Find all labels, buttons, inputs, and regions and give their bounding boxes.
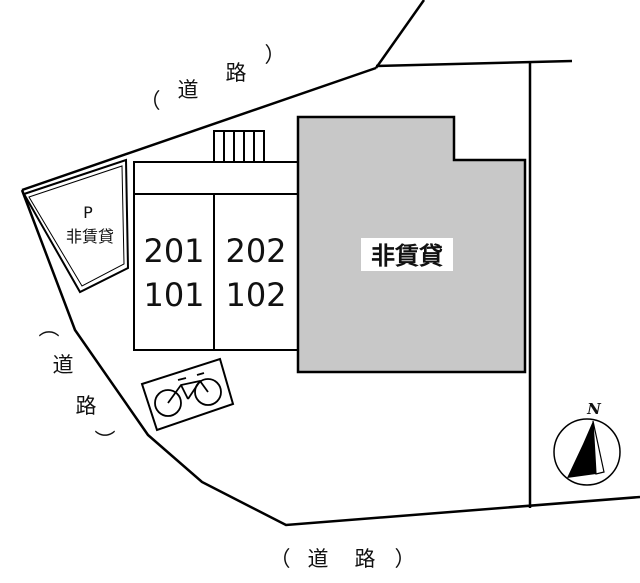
road-label-char: 道 [178, 78, 199, 102]
bicycle-parking-outline [140, 357, 235, 432]
site-boundary [20, 0, 640, 527]
boundary-north [375, 59, 573, 68]
unit-block-201-101 [133, 193, 215, 351]
unit-number-102: 102 [225, 276, 286, 314]
north-arrow-icon: N [553, 400, 621, 486]
boundary-north-road-edge [374, 0, 426, 69]
road-label-char: （ [270, 547, 291, 571]
parking-inner-outline [28, 165, 125, 287]
parking-letter: P [83, 203, 93, 222]
boundary-northwest [21, 66, 377, 192]
road-label-char: ） [395, 547, 416, 571]
parking-outline [22, 158, 130, 294]
road-label-char: 道 [53, 353, 74, 377]
non-rental-label: 非賃貸 [371, 242, 443, 270]
road-label-left: （ 道 路 ） [36, 317, 116, 451]
non-rental-label-bg [361, 238, 453, 271]
unit-number-201: 201 [143, 232, 204, 270]
road-label-bottom: （ 道 路 ） [270, 547, 416, 571]
road-label-char: （ [140, 89, 161, 113]
staircase [213, 130, 265, 163]
road-label-char: 路 [226, 61, 247, 85]
road-label-char: 道 [308, 547, 329, 571]
road-label-char: （ [36, 317, 60, 338]
unit-block-202-102 [213, 193, 301, 351]
north-label: N [586, 400, 602, 418]
road-label-char: 路 [355, 547, 376, 571]
road-label-char: ） [92, 430, 116, 451]
unit-number-202: 202 [225, 232, 286, 270]
road-label-char: 路 [76, 394, 97, 418]
road-label-char: ） [265, 43, 286, 67]
road-label-top-left: （ 道 路 ） [140, 43, 286, 113]
corridor [133, 161, 301, 195]
bicycle-icon [154, 372, 222, 417]
parking-label: 非賃貸 [66, 227, 114, 246]
boundary-southwest [20, 189, 640, 527]
bicycle-parking [140, 357, 235, 432]
apartment-building [133, 130, 301, 351]
parking-lot: P 非賃貸 [22, 158, 130, 294]
unit-number-101: 101 [143, 276, 204, 314]
